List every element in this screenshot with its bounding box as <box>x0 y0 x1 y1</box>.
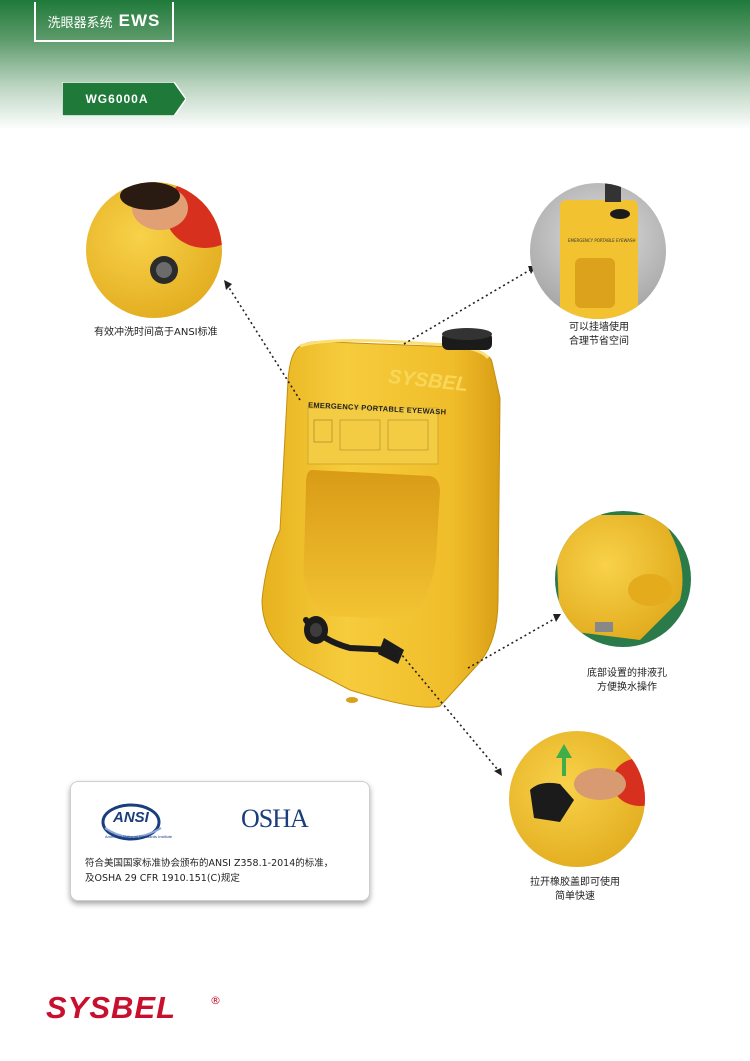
detail-circle-drain-hole <box>555 511 691 647</box>
feature-caption-flush-time: 有效冲洗时间高于ANSI标准 <box>94 327 218 338</box>
model-tag: WG6000A <box>62 82 186 116</box>
brand-logo: SYSBEL <box>46 990 177 1025</box>
certification-text: 符合美国国家标准协会颁布的ANSI Z358.1-2014的标准， 及OSHA … <box>85 858 334 884</box>
tank-basin <box>303 470 440 620</box>
detail-circle-wall-mount: EMERGENCY PORTABLE EYEWASH <box>530 183 666 319</box>
svg-text:EMERGENCY PORTABLE EYEWASH: EMERGENCY PORTABLE EYEWASH <box>568 238 636 243</box>
section-title: 洗眼器系统 EWS <box>34 2 174 42</box>
ansi-logo-text: ANSI <box>113 809 149 826</box>
feature-caption-pull-cover: 拉开橡胶盖即可使用 简单快速 <box>530 877 620 902</box>
brand-registered-mark: ® <box>210 994 221 1007</box>
section-title-cn: 洗眼器系统 <box>47 15 113 31</box>
feature-caption-drain: 底部设置的排液孔 方便换水操作 <box>587 668 667 693</box>
detail-circle-eyewash-use <box>86 182 222 318</box>
ansi-logo-icon <box>101 803 162 841</box>
detail-circle-pull-cover <box>509 731 645 867</box>
feature-caption-wall-mount: 可以挂墙使用 合理节省空间 <box>569 322 629 347</box>
ansi-subtitle: American National Standards Institute <box>105 834 173 839</box>
section-title-en: EWS <box>118 11 161 30</box>
model-number: WG6000A <box>85 92 149 106</box>
certification-box: ANSI American National Standards Institu… <box>70 781 370 901</box>
osha-logo: OSHA <box>241 804 309 833</box>
